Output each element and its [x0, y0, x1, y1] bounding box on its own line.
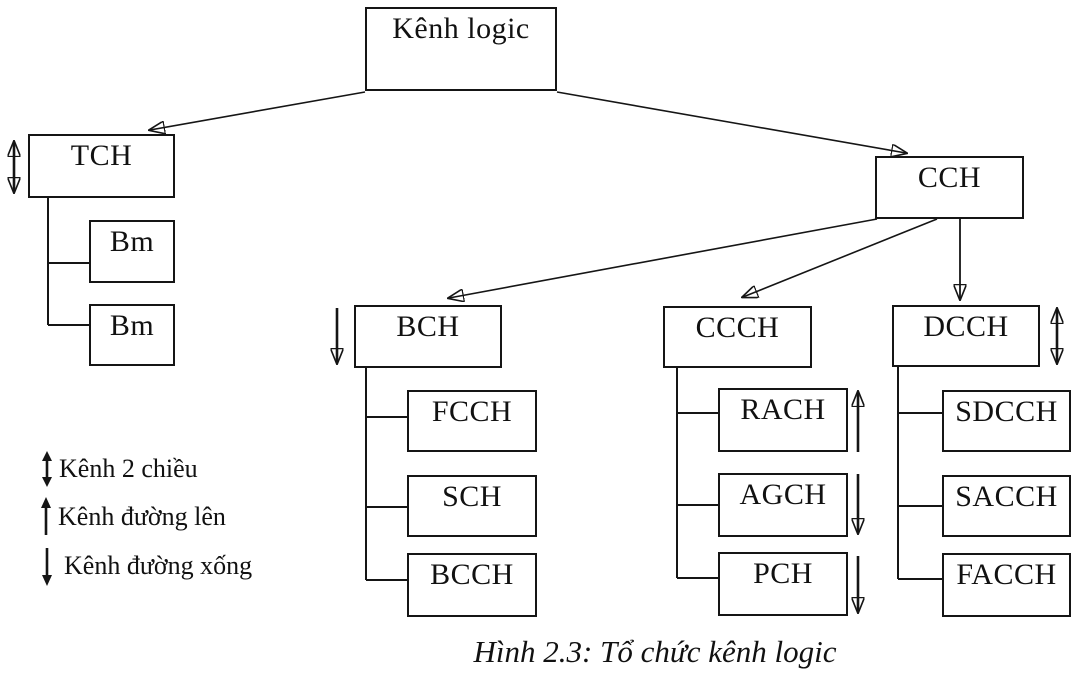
- node-bcch: BCCH: [407, 553, 537, 617]
- node-bm-2: Bm: [89, 304, 175, 366]
- legend-item-uplink: Kênh đường lên: [37, 497, 226, 537]
- legend-label-downlink: Kênh đường xống: [64, 551, 253, 580]
- connector-cch-to-bch: [449, 218, 878, 298]
- node-sdcch: SDCCH: [942, 390, 1071, 452]
- legend-item-downlink: Kênh đường xống: [38, 546, 252, 586]
- two-way-arrow-icon: [42, 451, 52, 487]
- legend-label-uplink: Kênh đường lên: [58, 502, 226, 531]
- legend-label-two-way: Kênh 2 chiều: [59, 454, 198, 483]
- connector-cch-to-ccch: [743, 218, 938, 297]
- node-sacch: SACCH: [942, 475, 1071, 537]
- node-agch: AGCH: [718, 473, 848, 537]
- node-dcch: DCCH: [892, 305, 1040, 367]
- node-bm-1: Bm: [89, 220, 175, 283]
- figure-caption: Hình 2.3: Tổ chức kênh logic: [473, 634, 837, 669]
- node-facch: FACCH: [942, 553, 1071, 617]
- node-ccch: CCCH: [663, 306, 812, 368]
- node-bch: BCH: [354, 305, 502, 368]
- down-arrow-icon: [42, 548, 52, 586]
- node-kenh-logic: Kênh logic: [365, 7, 557, 91]
- up-arrow-icon: [41, 497, 51, 535]
- node-tch: TCH: [28, 134, 175, 198]
- connector-root-to-cch: [556, 91, 906, 153]
- node-cch: CCH: [875, 156, 1024, 219]
- node-rach: RACH: [718, 388, 848, 452]
- node-sch: SCH: [407, 475, 537, 537]
- node-fcch: FCCH: [407, 390, 537, 452]
- node-pch: PCH: [718, 552, 848, 616]
- legend-item-two-way: Kênh 2 chiều: [38, 450, 198, 488]
- connector-root-to-tch: [150, 91, 366, 130]
